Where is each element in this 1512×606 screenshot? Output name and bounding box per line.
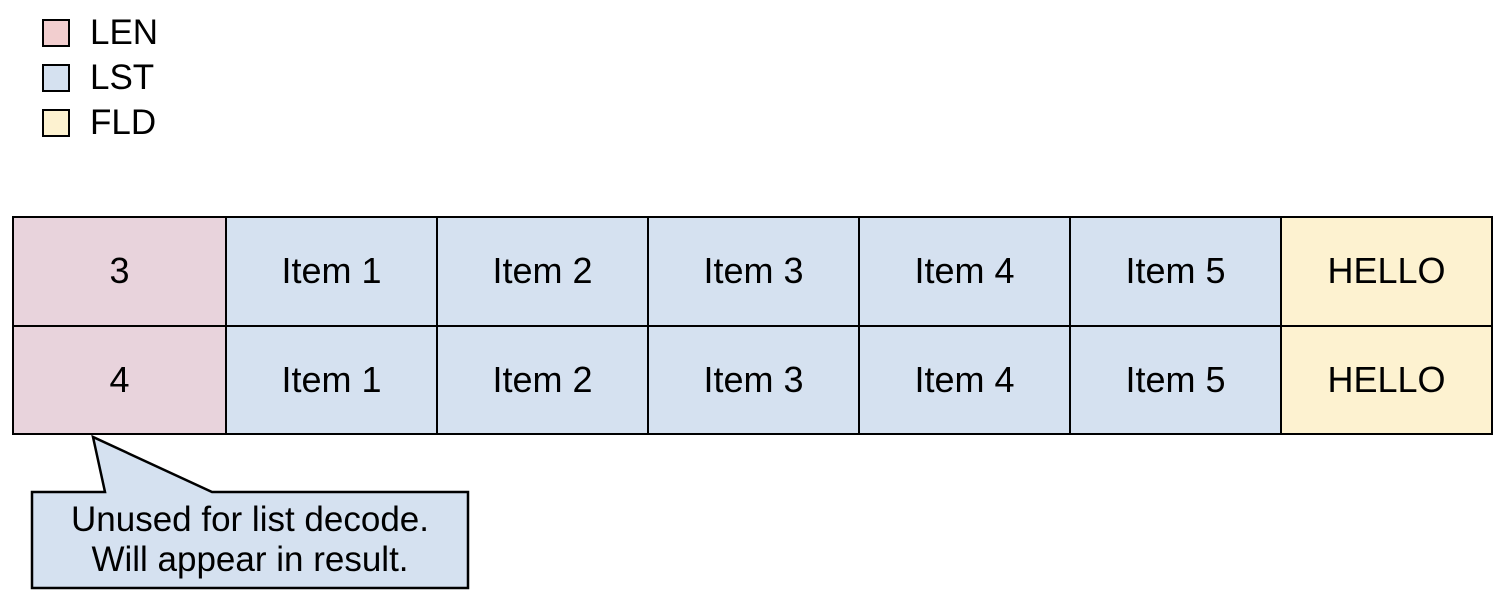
callout-note-line-1: Unused for list decode. bbox=[71, 500, 429, 539]
table-cell-lst: Item 2 bbox=[438, 218, 649, 325]
table-cell-lst: Item 5 bbox=[1071, 326, 1282, 433]
table-cell-len: 4 bbox=[14, 326, 227, 433]
table-cell-lst: Item 3 bbox=[649, 218, 860, 325]
legend-item-fld: FLD bbox=[42, 103, 158, 142]
table-cell-lst: Item 1 bbox=[227, 218, 438, 325]
table-cell-len: 3 bbox=[14, 218, 227, 325]
legend-label-len: LEN bbox=[90, 13, 159, 52]
legend-label-lst: LST bbox=[90, 58, 155, 97]
table-cell-lst: Item 4 bbox=[860, 326, 1071, 433]
table-cell-lst: Item 1 bbox=[227, 326, 438, 433]
callout-note: Unused for list decode. Will appear in r… bbox=[32, 492, 468, 588]
legend-item-len: LEN bbox=[42, 13, 159, 52]
table-cell-lst: Item 2 bbox=[438, 326, 649, 433]
len-color-swatch-icon bbox=[42, 19, 70, 47]
table-cell-lst: Item 5 bbox=[1071, 218, 1282, 325]
fld-color-swatch-icon bbox=[42, 109, 70, 137]
table-cell-lst: Item 4 bbox=[860, 218, 1071, 325]
lst-color-swatch-icon bbox=[42, 64, 70, 92]
table-row-2: 4 Item 1 Item 2 Item 3 Item 4 Item 5 HEL… bbox=[14, 326, 1491, 433]
table-row-1: 3 Item 1 Item 2 Item 3 Item 4 Item 5 HEL… bbox=[14, 218, 1491, 327]
table-cell-lst: Item 3 bbox=[649, 326, 860, 433]
legend: LEN LST FLD bbox=[42, 13, 159, 142]
legend-item-lst: LST bbox=[42, 58, 158, 97]
table-cell-fld: HELLO bbox=[1282, 218, 1491, 325]
callout-note-line-2: Will appear in result. bbox=[91, 540, 409, 579]
byte-layout-table: 3 Item 1 Item 2 Item 3 Item 4 Item 5 HEL… bbox=[12, 216, 1493, 435]
table-cell-fld: HELLO bbox=[1282, 326, 1491, 433]
legend-label-fld: FLD bbox=[90, 103, 157, 142]
